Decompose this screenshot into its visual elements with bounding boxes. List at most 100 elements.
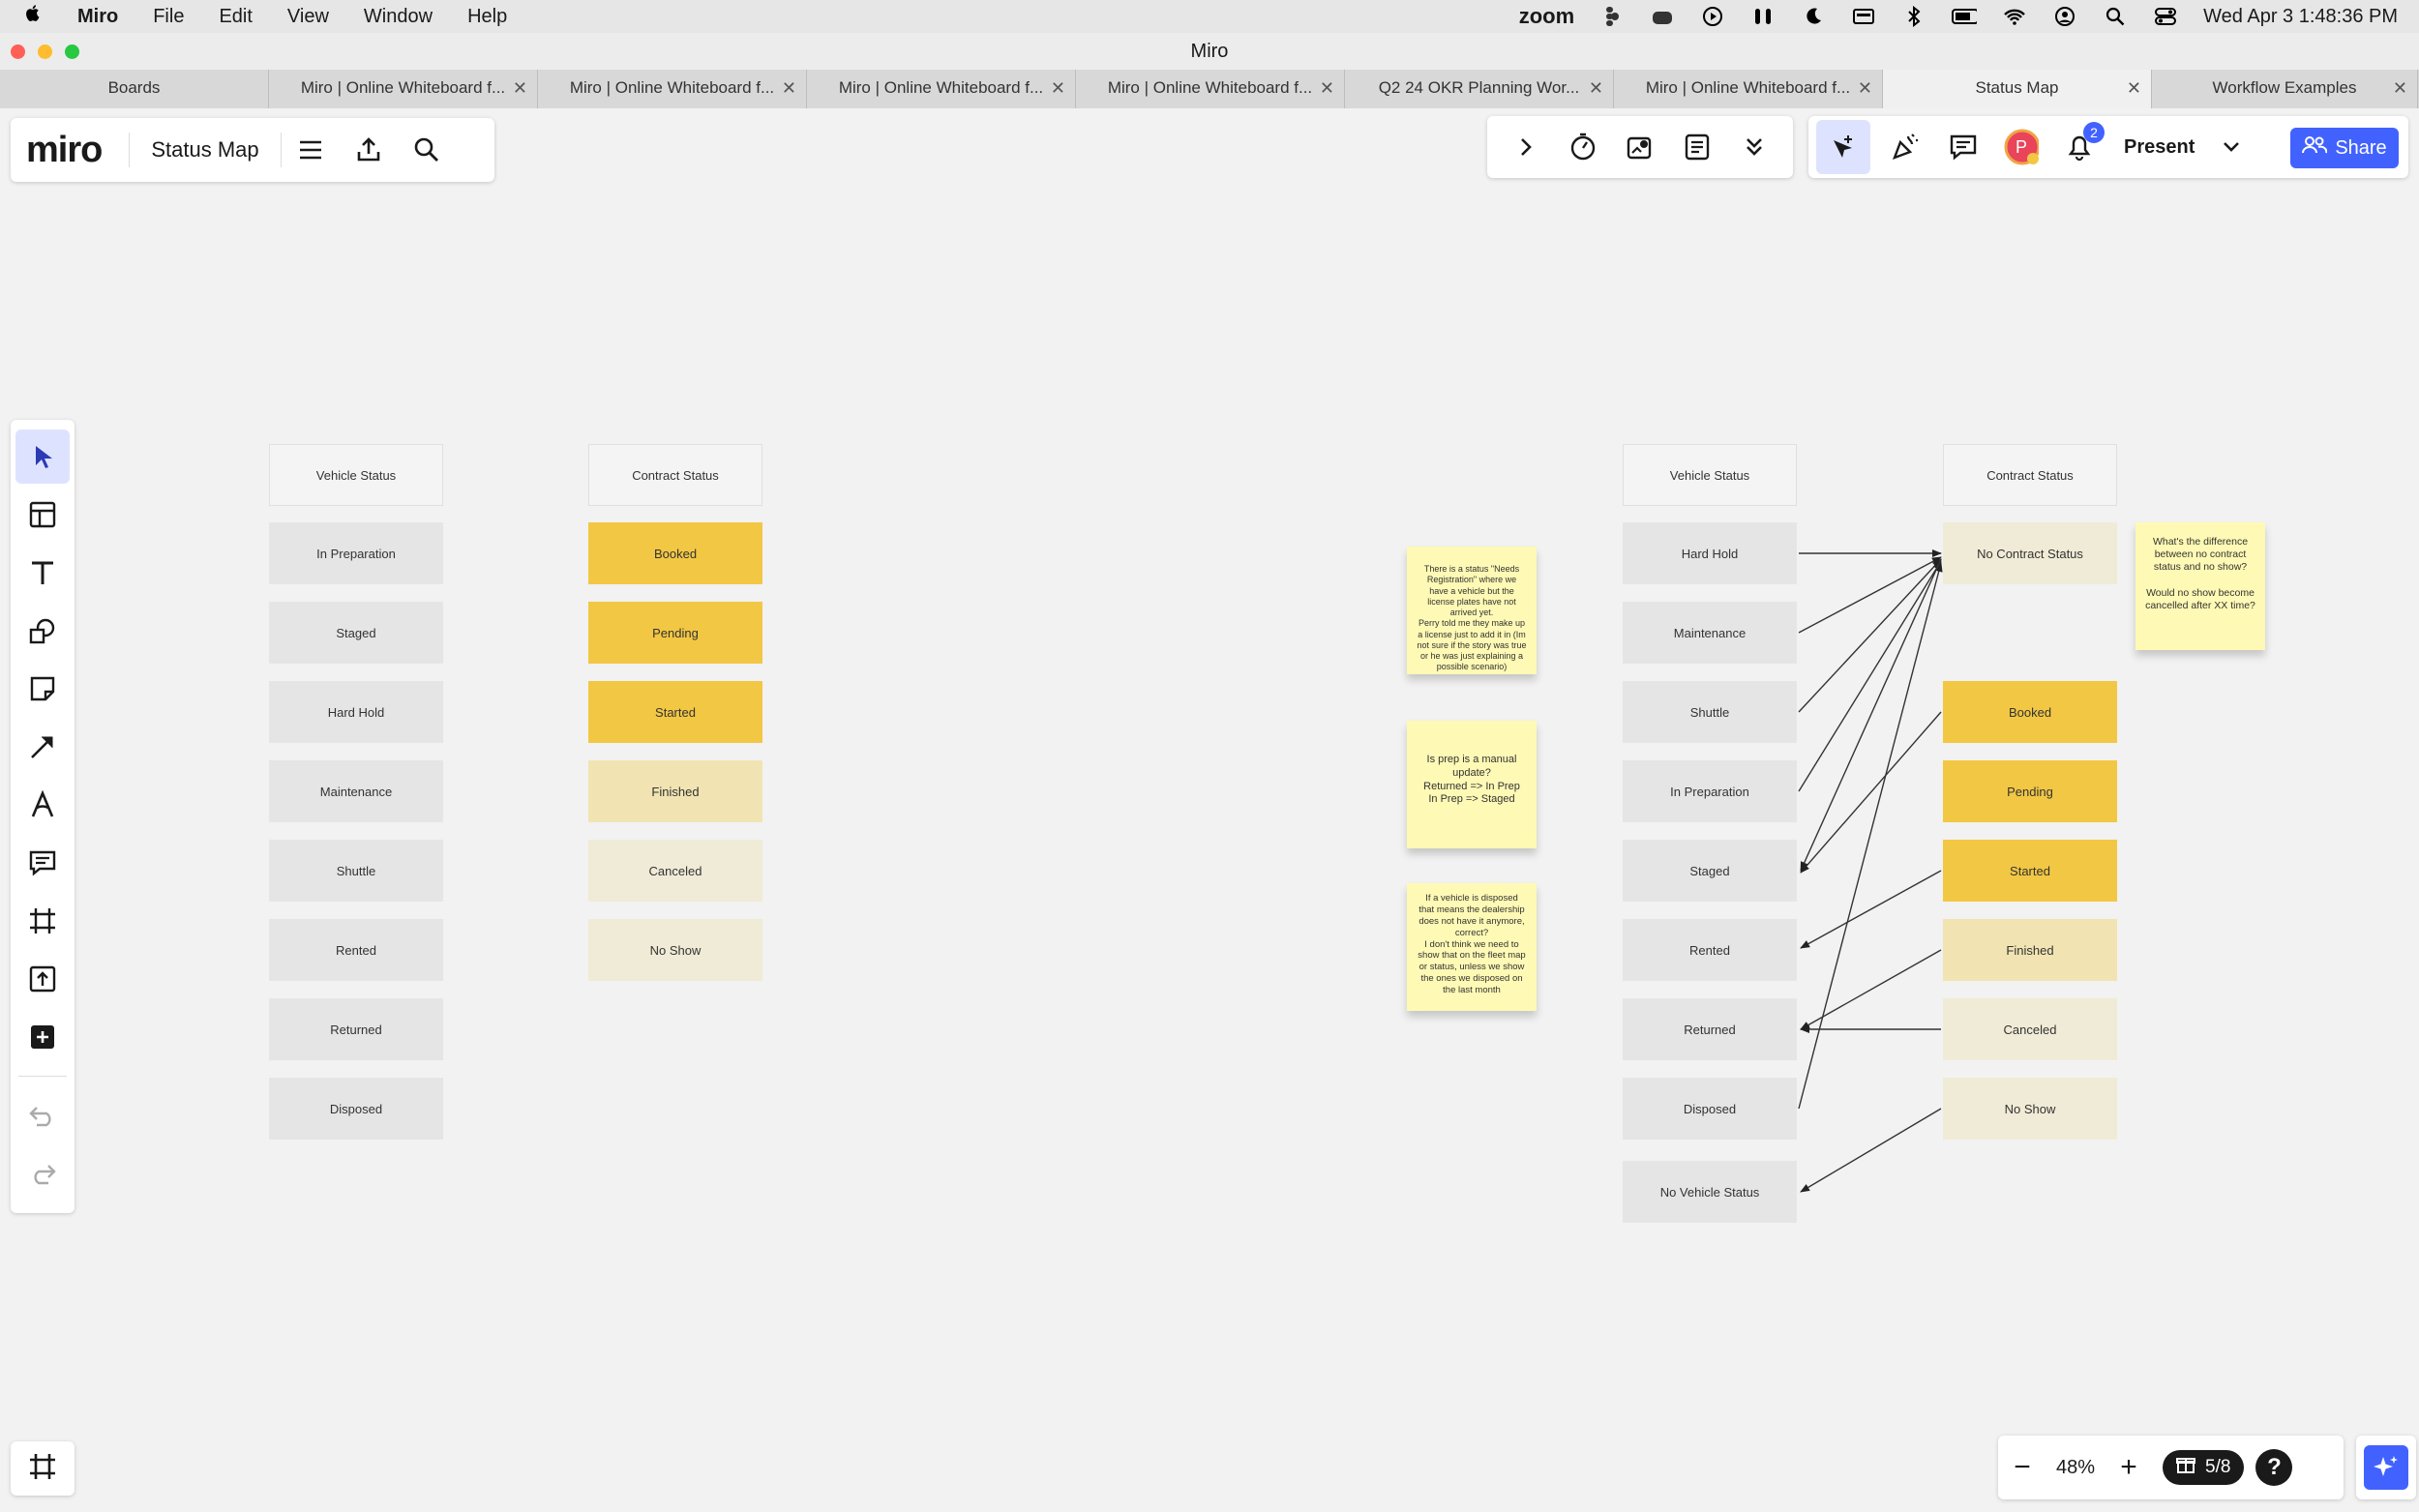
- left-contract-header[interactable]: Contract Status: [588, 444, 762, 506]
- right-contract-top-item[interactable]: No Contract Status: [1943, 522, 2117, 584]
- menu-app-name[interactable]: Miro: [77, 5, 119, 27]
- right-contract-item[interactable]: Started: [1943, 840, 2117, 902]
- tab-workflow-examples[interactable]: Workflow Examples✕: [2152, 70, 2418, 108]
- upload-tool-icon[interactable]: [15, 952, 70, 1006]
- left-contract-item[interactable]: Canceled: [588, 840, 762, 902]
- comment-tool-icon[interactable]: [15, 836, 70, 890]
- moon-icon[interactable]: [1801, 4, 1826, 29]
- ai-assist-button[interactable]: [2356, 1436, 2416, 1499]
- menubar-datetime[interactable]: Wed Apr 3 1:48:36 PM: [2203, 5, 2398, 27]
- right-vehicle-item[interactable]: In Preparation: [1623, 760, 1797, 822]
- right-vehicle-item[interactable]: Hard Hold: [1623, 522, 1797, 584]
- play-circle-icon[interactable]: [1700, 4, 1725, 29]
- left-vehicle-item[interactable]: Staged: [269, 602, 443, 664]
- right-contract-item[interactable]: Finished: [1943, 919, 2117, 981]
- tab-miro-4[interactable]: Miro | Online Whiteboard f...✕: [1076, 70, 1345, 108]
- spotlight-search-icon[interactable]: [2103, 4, 2128, 29]
- tab-close-icon[interactable]: ✕: [1588, 78, 1603, 98]
- wifi-icon[interactable]: [2002, 4, 2027, 29]
- tab-miro-3[interactable]: Miro | Online Whiteboard f...✕: [807, 70, 1076, 108]
- chevron-right-icon[interactable]: [1508, 130, 1542, 164]
- onboarding-progress-button[interactable]: 5/8: [2163, 1450, 2245, 1485]
- right-vehicle-item[interactable]: No Vehicle Status: [1623, 1161, 1797, 1223]
- share-button[interactable]: Share: [2290, 128, 2399, 168]
- figma-icon[interactable]: [1599, 4, 1625, 29]
- menu-help[interactable]: Help: [467, 5, 508, 27]
- menu-window[interactable]: Window: [363, 5, 433, 27]
- left-vehicle-item[interactable]: Rented: [269, 919, 443, 981]
- right-vehicle-header[interactable]: Vehicle Status: [1623, 444, 1797, 506]
- zoom-status-label[interactable]: zoom: [1518, 4, 1575, 28]
- reactions-cursor-icon[interactable]: [1816, 120, 1870, 174]
- left-vehicle-item[interactable]: In Preparation: [269, 522, 443, 584]
- tab-close-icon[interactable]: ✕: [2126, 78, 2141, 98]
- present-dropdown-chevron-icon[interactable]: [2214, 130, 2249, 164]
- undo-icon[interactable]: [15, 1088, 70, 1142]
- left-vehicle-item[interactable]: Returned: [269, 998, 443, 1060]
- apple-icon[interactable]: [23, 3, 43, 30]
- left-contract-item[interactable]: Finished: [588, 760, 762, 822]
- tab-miro-2[interactable]: Miro | Online Whiteboard f...✕: [538, 70, 807, 108]
- right-vehicle-item[interactable]: Returned: [1623, 998, 1797, 1060]
- templates-tool-icon[interactable]: [15, 488, 70, 542]
- search-icon[interactable]: [409, 133, 444, 167]
- right-vehicle-item[interactable]: Maintenance: [1623, 602, 1797, 664]
- tab-miro-1[interactable]: Miro | Online Whiteboard f...✕: [269, 70, 538, 108]
- control-center-icon[interactable]: [2153, 4, 2178, 29]
- airpods-icon[interactable]: [1750, 4, 1776, 29]
- left-contract-item[interactable]: Booked: [588, 522, 762, 584]
- timer-icon[interactable]: [1566, 130, 1599, 164]
- left-vehicle-item[interactable]: Maintenance: [269, 760, 443, 822]
- tab-close-icon[interactable]: ✕: [2392, 78, 2407, 98]
- user-account-icon[interactable]: [2052, 4, 2077, 29]
- right-contract-item[interactable]: Booked: [1943, 681, 2117, 743]
- menu-file[interactable]: File: [153, 5, 185, 27]
- zoom-out-button[interactable]: −: [2014, 1451, 2031, 1483]
- tab-close-icon[interactable]: ✕: [1319, 78, 1334, 98]
- tab-close-icon[interactable]: ✕: [1050, 78, 1065, 98]
- frame-tool-icon[interactable]: [15, 894, 70, 948]
- tab-close-icon[interactable]: ✕: [512, 78, 527, 98]
- right-vehicle-item[interactable]: Disposed: [1623, 1078, 1797, 1140]
- present-button[interactable]: Present: [2124, 135, 2195, 158]
- board-name[interactable]: Status Map: [151, 137, 259, 162]
- miro-logo[interactable]: miro: [26, 129, 103, 170]
- tab-okr-planning[interactable]: Q2 24 OKR Planning Wor...✕: [1345, 70, 1614, 108]
- avatar[interactable]: P: [2004, 129, 2039, 165]
- tab-status-map[interactable]: Status Map✕: [1883, 70, 2152, 108]
- comments-icon[interactable]: [1946, 130, 1981, 164]
- menu-view[interactable]: View: [286, 5, 329, 27]
- notes-icon[interactable]: [1681, 130, 1715, 164]
- left-vehicle-item[interactable]: Shuttle: [269, 840, 443, 902]
- celebrate-icon[interactable]: [1888, 130, 1923, 164]
- notifications-bell-icon[interactable]: 2: [2062, 122, 2105, 164]
- sticky-note-tool-icon[interactable]: [15, 662, 70, 716]
- voting-icon[interactable]: [1623, 130, 1657, 164]
- sticky-note[interactable]: What's the difference between no contrac…: [2135, 522, 2265, 650]
- redo-icon[interactable]: [15, 1146, 70, 1201]
- left-vehicle-item[interactable]: Hard Hold: [269, 681, 443, 743]
- display-icon[interactable]: [1851, 4, 1876, 29]
- left-vehicle-item[interactable]: Disposed: [269, 1078, 443, 1140]
- right-vehicle-item[interactable]: Rented: [1623, 919, 1797, 981]
- sticky-note[interactable]: There is a status "Needs Registration" w…: [1407, 547, 1537, 674]
- more-apps-plus-icon[interactable]: [15, 1010, 70, 1064]
- window-minimize-button[interactable]: [38, 44, 52, 59]
- zoom-level[interactable]: 48%: [2055, 1456, 2096, 1478]
- main-menu-icon[interactable]: [293, 133, 328, 167]
- tab-miro-5[interactable]: Miro | Online Whiteboard f...✕: [1614, 70, 1883, 108]
- right-vehicle-item[interactable]: Shuttle: [1623, 681, 1797, 743]
- left-vehicle-header[interactable]: Vehicle Status: [269, 444, 443, 506]
- right-contract-item[interactable]: Pending: [1943, 760, 2117, 822]
- right-vehicle-item[interactable]: Staged: [1623, 840, 1797, 902]
- text-tool-icon[interactable]: [15, 546, 70, 600]
- left-contract-item[interactable]: Pending: [588, 602, 762, 664]
- shapes-tool-icon[interactable]: [15, 604, 70, 658]
- right-contract-header[interactable]: Contract Status: [1943, 444, 2117, 506]
- sticky-note[interactable]: Is prep is a manual update? Returned => …: [1407, 721, 1537, 848]
- cloud-app-icon[interactable]: [1650, 4, 1675, 29]
- tab-close-icon[interactable]: ✕: [781, 78, 796, 98]
- window-close-button[interactable]: [11, 44, 25, 59]
- select-tool-icon[interactable]: [15, 430, 70, 484]
- left-contract-item[interactable]: Started: [588, 681, 762, 743]
